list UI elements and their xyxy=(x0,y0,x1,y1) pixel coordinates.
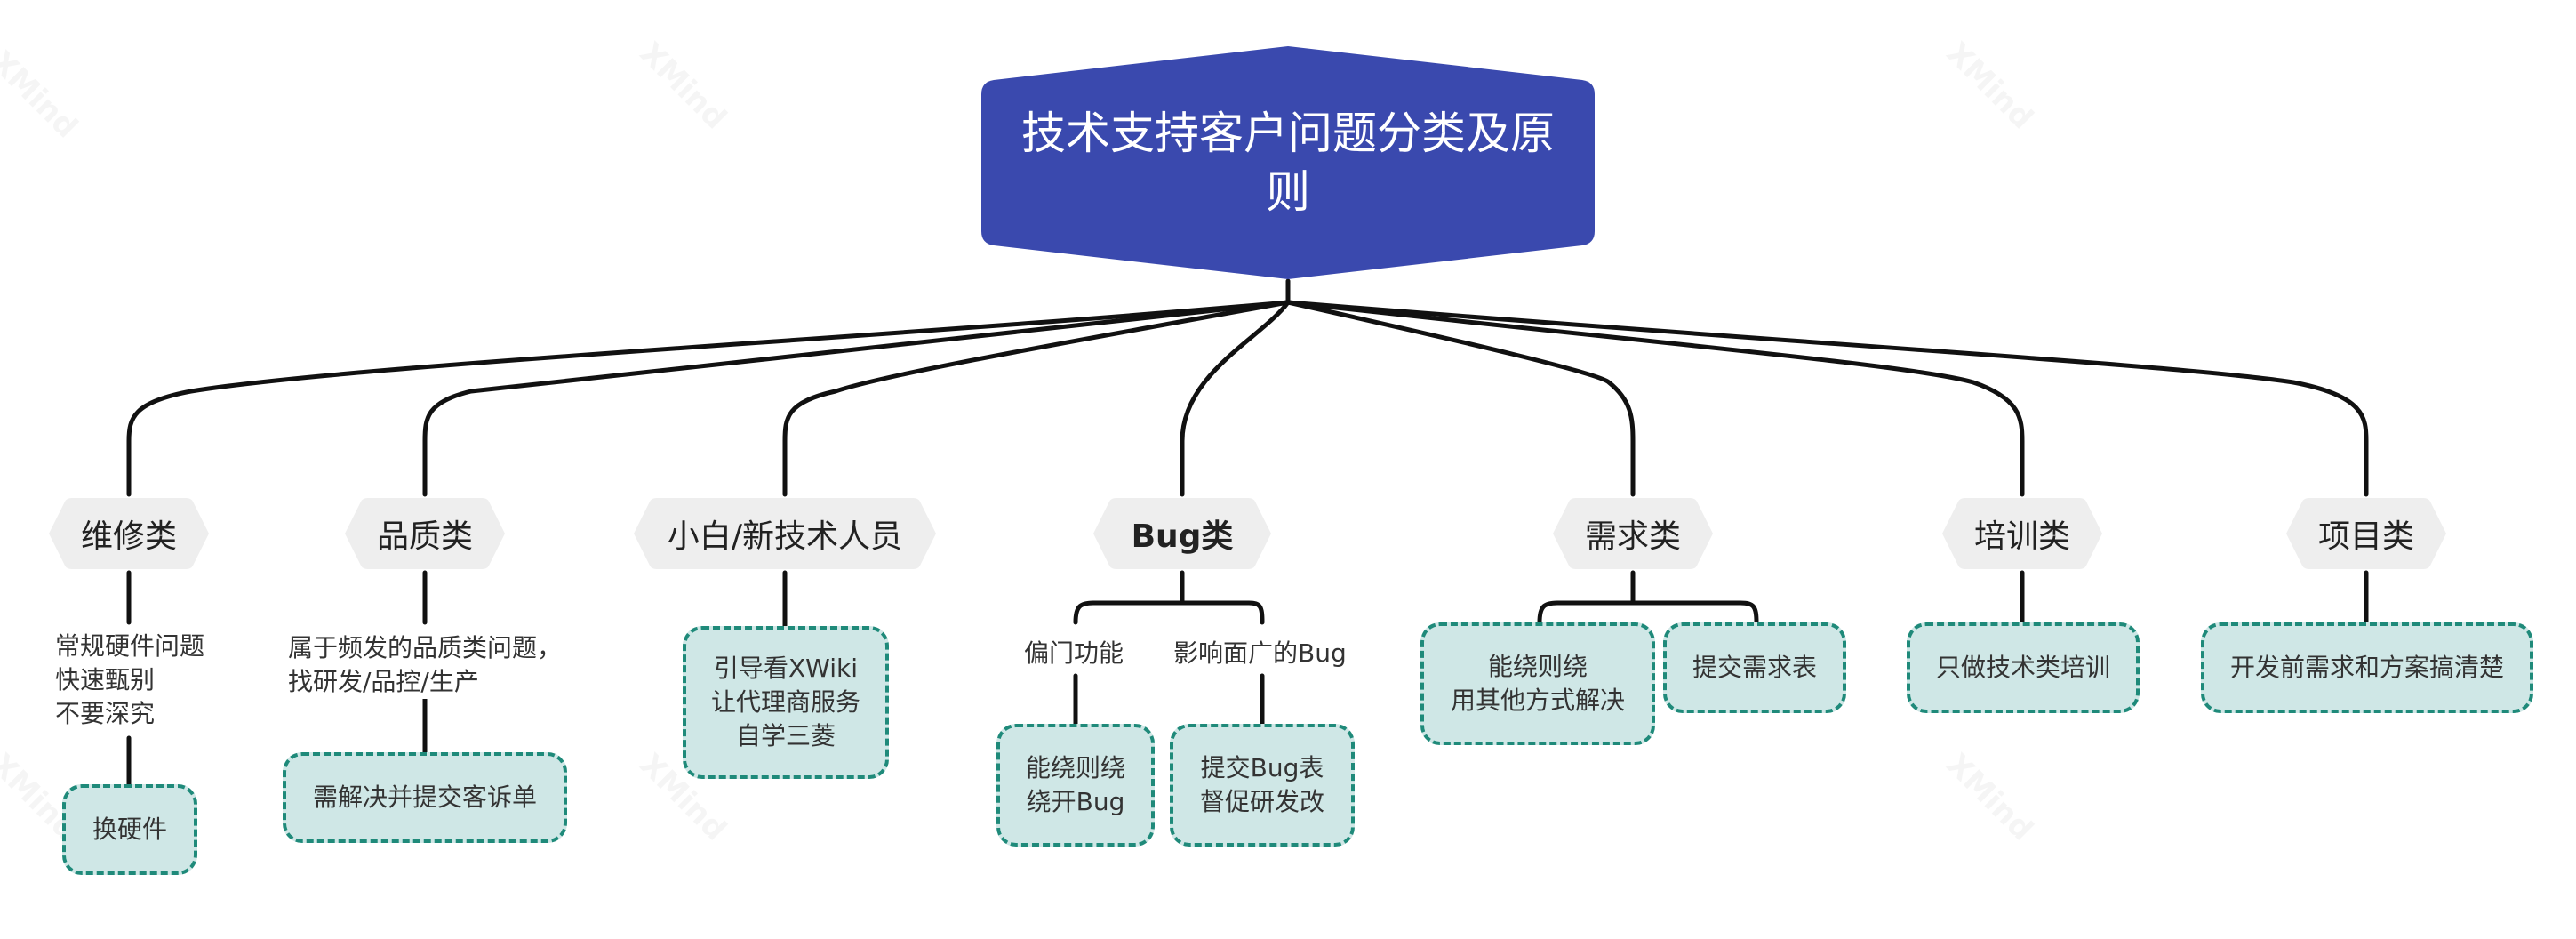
connector-root-branch xyxy=(422,300,1291,497)
leaf-newbie-guide: 引导看XWiki 让代理商服务 自学三菱 xyxy=(683,626,889,779)
leaf-replace-hardware: 换硬件 xyxy=(62,784,197,875)
branch-topic-bug: Bug类 xyxy=(1093,494,1271,573)
branch-label: Bug类 xyxy=(1131,518,1234,555)
connector-branch-split xyxy=(1073,600,1265,625)
root-title: 技术支持客户问题分类及原则 xyxy=(1021,108,1555,218)
root-topic: 技术支持客户问题分类及原则 xyxy=(981,44,1595,281)
branch-label: 需求类 xyxy=(1584,518,1681,555)
branch-label: 维修类 xyxy=(80,518,177,555)
connector-root-branch xyxy=(1285,300,2369,497)
branch-topic-project: 项目类 xyxy=(2286,494,2446,573)
branch-label: 项目类 xyxy=(2317,518,2414,555)
note-bug-wide-impact: 影响面广的Bug xyxy=(1173,637,1347,670)
branch-topic-newbie: 小白/新技术人员 xyxy=(634,494,936,573)
note-repair: 常规硬件问题 快速甄别 不要深究 xyxy=(55,630,205,731)
branch-shape xyxy=(49,498,209,569)
leaf-requirement-form: 提交需求表 xyxy=(1663,622,1846,713)
leaf-requirement-workaround: 能绕则绕 用其他方式解决 xyxy=(1420,622,1655,745)
branch-shape xyxy=(345,498,505,569)
leaf-project-clarify: 开发前需求和方案搞清楚 xyxy=(2201,622,2533,713)
branch-topic-quality: 品质类 xyxy=(345,494,505,573)
branch-label: 品质类 xyxy=(376,518,473,555)
leaf-training-scope: 只做技术类培训 xyxy=(1907,622,2140,713)
branch-shape xyxy=(1942,498,2102,569)
leaf-quality-complaint: 需解决并提交客诉单 xyxy=(283,752,567,843)
branch-topic-repair: 维修类 xyxy=(49,494,209,573)
root-shape xyxy=(981,46,1595,279)
connector-root-branch xyxy=(1285,300,1636,497)
note-quality: 属于频发的品质类问题， 找研发/品控/生产 xyxy=(288,631,563,699)
connector-root-branch xyxy=(1285,300,2025,497)
note-bug-niche: 偏门功能 xyxy=(1024,637,1124,670)
branch-shape xyxy=(634,498,936,569)
connector-root-branch xyxy=(782,300,1291,497)
branch-topic-requirement: 需求类 xyxy=(1553,494,1713,573)
leaf-bug-workaround: 能绕则绕 绕开Bug xyxy=(996,724,1155,847)
branch-label: 小白/新技术人员 xyxy=(667,518,903,555)
connector-root-branch xyxy=(1180,300,1291,497)
leaf-bug-report: 提交Bug表 督促研发改 xyxy=(1170,724,1355,847)
branch-label: 培训类 xyxy=(1973,518,2070,555)
branch-shape xyxy=(1093,498,1271,569)
branch-shape xyxy=(1553,498,1713,569)
connector-branch-split xyxy=(1537,600,1759,625)
branch-topic-training: 培训类 xyxy=(1942,494,2102,573)
branch-shape xyxy=(2286,498,2446,569)
connector-root-branch xyxy=(126,300,1291,497)
